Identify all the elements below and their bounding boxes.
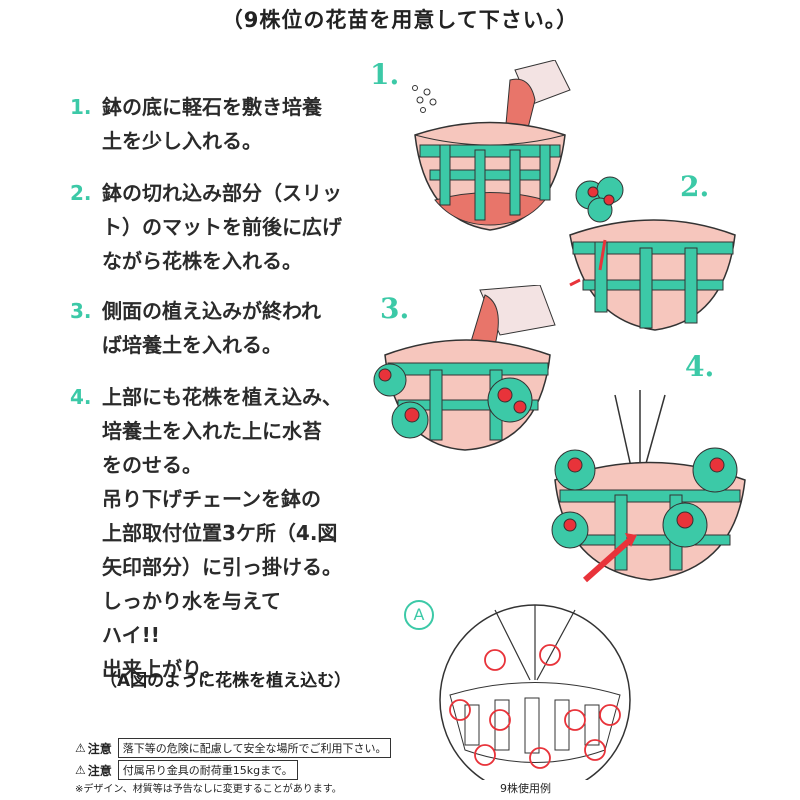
step-3: 3. 側面の植え込みが終われ ば培養土を入れる。 bbox=[70, 294, 321, 362]
warning-icon: ⚠ bbox=[75, 741, 86, 755]
warning-icon: ⚠ bbox=[75, 763, 86, 777]
illustration-label-3: 3. bbox=[380, 292, 410, 325]
planting-note: （A図のように花株を植え込む） bbox=[100, 671, 352, 691]
caution-1: ⚠注意 落下等の危険に配慮して安全な場所でご利用下さい。 bbox=[75, 738, 392, 758]
caution-2: ⚠注意 付属吊り金具の耐荷重15kgまで。 bbox=[75, 760, 298, 780]
footnote: ※デザイン、材質等は予告なしに変更することがあります。 bbox=[75, 784, 342, 795]
step-text: 鉢の底に軽石を敷き培養 土を少し入れる。 bbox=[102, 95, 322, 153]
diagram-caption: 9株使用例 bbox=[500, 782, 551, 795]
diagram-a-basket bbox=[439, 604, 631, 780]
step-text: 鉢の切れ込み部分（スリッ ト）のマットを前後に広げ ながら花株を入れる。 bbox=[102, 181, 342, 273]
basket-illustration-2 bbox=[569, 176, 736, 331]
step-number: 2. bbox=[70, 181, 92, 205]
illustration-label-1: 1. bbox=[370, 58, 400, 91]
caution-text: 落下等の危険に配慮して安全な場所でご利用下さい。 bbox=[117, 738, 392, 758]
step-number: 4. bbox=[70, 385, 92, 409]
hanging-chain bbox=[494, 605, 576, 681]
illustration-label-2: 2. bbox=[680, 170, 710, 203]
step-text: 側面の植え込みが終われ ば培養土を入れる。 bbox=[102, 299, 321, 357]
step-1: 1. 鉢の底に軽石を敷き培養 土を少し入れる。 bbox=[70, 90, 322, 158]
diagram-a-label: A bbox=[404, 600, 434, 630]
basket-illustration-4 bbox=[551, 390, 746, 583]
caution-label: ⚠注意 bbox=[75, 741, 112, 756]
illustration-label-4: 4. bbox=[685, 350, 715, 383]
basket-illustration-1 bbox=[412, 60, 571, 231]
basket-illustration-3 bbox=[373, 285, 556, 451]
flower-cluster bbox=[575, 176, 624, 223]
step-number: 3. bbox=[70, 299, 92, 323]
caution-text: 付属吊り金具の耐荷重15kgまで。 bbox=[117, 760, 298, 780]
step-number: 1. bbox=[70, 95, 92, 119]
step-2: 2. 鉢の切れ込み部分（スリッ ト）のマットを前後に広げ ながら花株を入れる。 bbox=[70, 176, 342, 278]
page-header: （9株位の花苗を用意して下さい。） bbox=[221, 8, 579, 32]
planting-positions bbox=[449, 644, 621, 769]
caution-label: ⚠注意 bbox=[75, 763, 112, 778]
step-text: 上部にも花株を植え込み、 培養土を入れた上に水苔 をのせる。 吊り下げチェーンを… bbox=[102, 385, 342, 681]
step-4: 4. 上部にも花株を植え込み、 培養土を入れた上に水苔 をのせる。 吊り下げチェ… bbox=[70, 380, 342, 686]
